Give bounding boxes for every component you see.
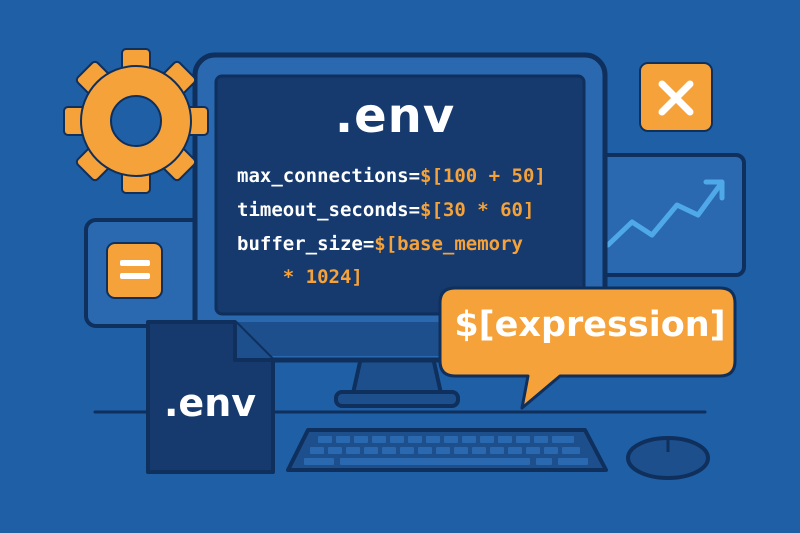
code-line-3: buffer_size=$[base_memory	[237, 233, 523, 255]
code-value: $[30 * 60]	[420, 199, 535, 221]
file-icon	[146, 320, 275, 474]
code-line-4: * 1024]	[237, 266, 363, 288]
gear-icon	[63, 48, 209, 194]
speech-bubble-text: $[expression]	[454, 305, 726, 345]
trend-chart-icon	[590, 153, 746, 277]
code-value: * 1024]	[282, 266, 363, 288]
code-line-1: max_connections=$[100 + 50]	[237, 165, 546, 187]
code-line-2: timeout_seconds=$[30 * 60]	[237, 199, 534, 221]
speech-bubble	[438, 286, 737, 410]
code-key	[237, 266, 283, 288]
monitor-icon	[192, 52, 608, 408]
equals-icon	[106, 242, 163, 299]
keyboard-icon	[286, 428, 608, 472]
code-key: max_connections=	[237, 165, 421, 187]
code-key: timeout_seconds=	[237, 199, 421, 221]
code-value: $[base_memory	[374, 233, 523, 255]
file-label: .env	[163, 381, 257, 425]
code-value: $[100 + 50]	[420, 165, 546, 187]
screen-title: .env	[334, 88, 456, 144]
code-key: buffer_size=	[237, 233, 375, 255]
mouse-icon	[626, 436, 710, 480]
close-icon	[639, 62, 713, 132]
